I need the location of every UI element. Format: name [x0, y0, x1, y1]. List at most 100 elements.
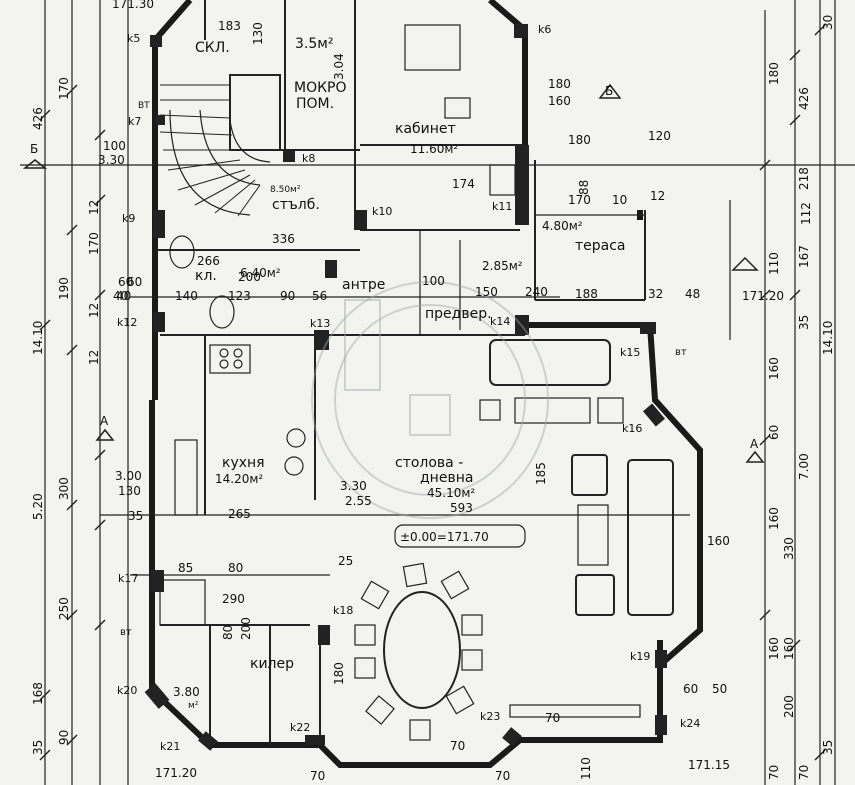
dimension-text: 160 — [767, 507, 781, 530]
dimension-text: 3.30 — [98, 153, 125, 167]
dimension-text: 3.30 — [340, 479, 367, 493]
dimension-text: 140 — [175, 289, 198, 303]
column-label: k5 — [127, 32, 140, 45]
room-area-kuhnya: 14.20м² — [215, 472, 263, 486]
dimension-text: 70 — [310, 769, 325, 783]
structural-columns — [144, 24, 667, 751]
dimension-text: 110 — [579, 757, 593, 780]
dimension-text: 50 — [712, 682, 727, 696]
dimension-text: 180 — [548, 77, 571, 91]
column-label: k18 — [333, 604, 353, 617]
dimension-text: 150 — [475, 285, 498, 299]
dimension-text: 180 — [332, 662, 346, 685]
column-label: k9 — [122, 212, 135, 225]
level-bottom-right: 171.15 — [688, 758, 730, 772]
room-area-stair: 8.50м² — [270, 185, 301, 195]
dimension-text: 330 — [782, 537, 796, 560]
misc-marks: BT вт вт — [120, 101, 687, 638]
dimension-text: 170 — [87, 232, 101, 255]
dimension-text: 167 — [797, 245, 811, 268]
column-label: k8 — [302, 152, 315, 165]
dimension-text: 426 — [31, 107, 45, 130]
column-label: k23 — [480, 710, 500, 723]
room-label-wc: кл. — [195, 268, 217, 284]
room-label-pom: ПОМ. — [296, 96, 334, 112]
dimension-text: 180 — [568, 133, 591, 147]
room-label-terasa: тераса — [575, 238, 626, 254]
dimension-text: 123 — [228, 289, 251, 303]
dimension-text: 168 — [31, 682, 45, 705]
dimension-text: 7.00 — [797, 453, 811, 480]
interior-walls — [155, 0, 525, 745]
dimension-text: 593 — [450, 501, 473, 515]
dimension-text: 3.04 — [332, 53, 346, 80]
dimension-text: 80 — [228, 561, 243, 575]
dimension-text: 5.20 — [31, 493, 45, 520]
dimensions-left-inner: 100 3.30 12 170 60 40 12 12 3.00 130 35 — [87, 139, 143, 523]
dimensions-left-mid: 170 190 300 250 90 — [57, 77, 71, 745]
section-label-b: Б — [605, 84, 613, 98]
dimension-text: 174 — [452, 177, 475, 191]
dimension-text: 190 — [57, 277, 71, 300]
dimension-text: 130 — [118, 484, 141, 498]
dimension-text: 188 — [575, 287, 598, 301]
level-terrace: 171.20 — [742, 289, 784, 303]
room-label-kiler: килер — [250, 656, 294, 672]
dimension-text: 336 — [272, 232, 295, 246]
column-label: k12 — [117, 316, 137, 329]
dimension-text: 160 — [707, 534, 730, 548]
dimension-text: 32 — [648, 287, 663, 301]
dimension-text: 2.55 — [345, 494, 372, 508]
dimension-text: 100 — [422, 274, 445, 288]
dimension-text: 35 — [31, 740, 45, 755]
dimension-text: 40 — [116, 289, 131, 303]
column-label: k6 — [538, 23, 551, 36]
level-zero: ±0.00=171.70 — [400, 530, 489, 544]
dimension-text: 426 — [797, 87, 811, 110]
column-label: k14 — [490, 315, 510, 328]
room-label-mokro: МОКРО — [294, 80, 347, 96]
column-label: k17 — [118, 572, 138, 585]
room-label-kuhnya: кухня — [222, 455, 265, 471]
dimensions-middle: 336 266 200 90 56 100 150 240 188 32 48 … — [116, 232, 700, 303]
column-labels: k5 k6 k7 k8 k9 k10 k11 k12 k13 k14 k15 k… — [117, 23, 700, 753]
dimension-text: 12 — [650, 189, 665, 203]
spiral-stair — [159, 84, 271, 217]
room-label-stolova: столова - — [395, 455, 463, 471]
dimension-text: 110 — [767, 252, 781, 275]
dimension-text: 35 — [797, 315, 811, 330]
dimension-text: 170 — [568, 193, 591, 207]
column-label: k13 — [310, 317, 330, 330]
dimension-text: 90 — [57, 730, 71, 745]
watermark-seal — [311, 281, 549, 519]
room-label-dnevna: дневна — [420, 470, 473, 486]
dimension-text: 40 — [113, 289, 128, 303]
dimensions-left-outer: 426 14.10 5.20 168 35 — [31, 107, 45, 755]
section-label-a: A — [100, 414, 109, 428]
dimension-text: 60 — [118, 275, 133, 289]
dimension-text: 160 — [548, 94, 571, 108]
column-label: k21 — [160, 740, 180, 753]
dimension-text: 170 — [57, 77, 71, 100]
room-area-predver: 2.85м² — [482, 259, 523, 273]
misc-text: BT — [138, 101, 150, 111]
dimension-text: 60 — [683, 682, 698, 696]
dimensions-right-outer: 30 426 14.10 7.00 35 — [797, 15, 835, 755]
dimension-text: 25 — [338, 554, 353, 568]
level-marks: 171.30 171.20 ±0.00=171.70 171.20 171.15… — [30, 0, 784, 780]
room-labels: СКЛ. МОКРО ПОМ. 3.5м² кабинет 11.60м² ст… — [173, 36, 626, 711]
column-label: k7 — [128, 115, 141, 128]
dimension-text: 70 — [797, 765, 811, 780]
dimension-text: 160 — [767, 637, 781, 660]
dimension-text: 250 — [57, 597, 71, 620]
dimension-text: 100 — [103, 139, 126, 153]
dimension-text: 185 — [534, 462, 548, 485]
dimension-text: 48 — [685, 287, 700, 301]
dimensions-top: 183 130 3.04 180 160 180 120 174 170 88 … — [218, 19, 671, 207]
column-label: k11 — [492, 200, 512, 213]
dimension-text: 14.10 — [31, 321, 45, 355]
dimension-text: 70 — [767, 765, 781, 780]
dimension-text: 70 — [495, 769, 510, 783]
dimensions-lower: 265 593 3.30 2.55 185 25 85 80 290 80 20… — [178, 462, 593, 783]
